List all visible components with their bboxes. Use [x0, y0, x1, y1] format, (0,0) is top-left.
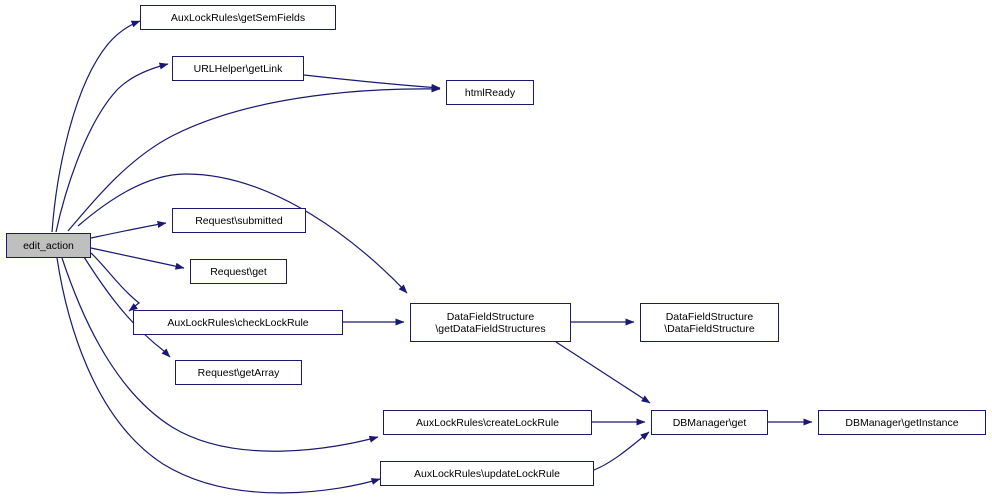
node-edit-action[interactable]: edit_action	[6, 233, 91, 258]
edge-edit_action-get	[90, 247, 185, 270]
node-dbmanager-getinstance[interactable]: DBManager\getInstance	[818, 410, 986, 435]
edge-edit_action-submitted	[90, 221, 167, 239]
edge-getDataFieldStructures-DBManagerGet	[555, 341, 651, 404]
node-request-submitted[interactable]: Request\submitted	[172, 208, 306, 233]
node-request-get[interactable]: Request\get	[190, 259, 287, 284]
node-auxlockrules-updatelockrule[interactable]: AuxLockRules\updateLockRule	[380, 461, 594, 486]
node-auxlockrules-createlockrule[interactable]: AuxLockRules\createLockRule	[383, 410, 592, 435]
node-htmlready[interactable]: htmlReady	[446, 80, 534, 105]
node-auxlockrules-checklockrule[interactable]: AuxLockRules\checkLockRule	[133, 310, 343, 335]
node-urlhelper-getlink[interactable]: URLHelper\getLink	[172, 56, 304, 81]
edge-updateLockRule-DBManagerGet	[593, 431, 650, 471]
edge-edit_action-checkLockRule	[90, 252, 141, 312]
node-datafieldstructure-getdatafieldstructures[interactable]: DataFieldStructure \getDataFieldStructur…	[410, 303, 571, 342]
node-dbmanager-get[interactable]: DBManager\get	[651, 410, 768, 435]
edge-edit_action-htmlReady	[67, 85, 441, 232]
edge-edit_action-createLockRule	[61, 257, 379, 452]
edge-edit_action-getArray	[83, 256, 171, 358]
node-datafieldstructure-datafieldstructure[interactable]: DataFieldStructure \DataFieldStructure	[640, 303, 779, 342]
edge-edit_action-getSemFields	[51, 20, 141, 233]
edge-edit_action-getDataFieldStructures	[77, 173, 408, 294]
edge-edit_action-updateLockRule	[56, 257, 381, 494]
node-auxlockrules-getsemfields[interactable]: AuxLockRules\getSemFields	[140, 5, 336, 30]
edge-edit_action-getLink	[55, 62, 169, 233]
node-request-getarray[interactable]: Request\getArray	[175, 360, 302, 385]
edge-getLink-htmlReady	[303, 74, 441, 91]
